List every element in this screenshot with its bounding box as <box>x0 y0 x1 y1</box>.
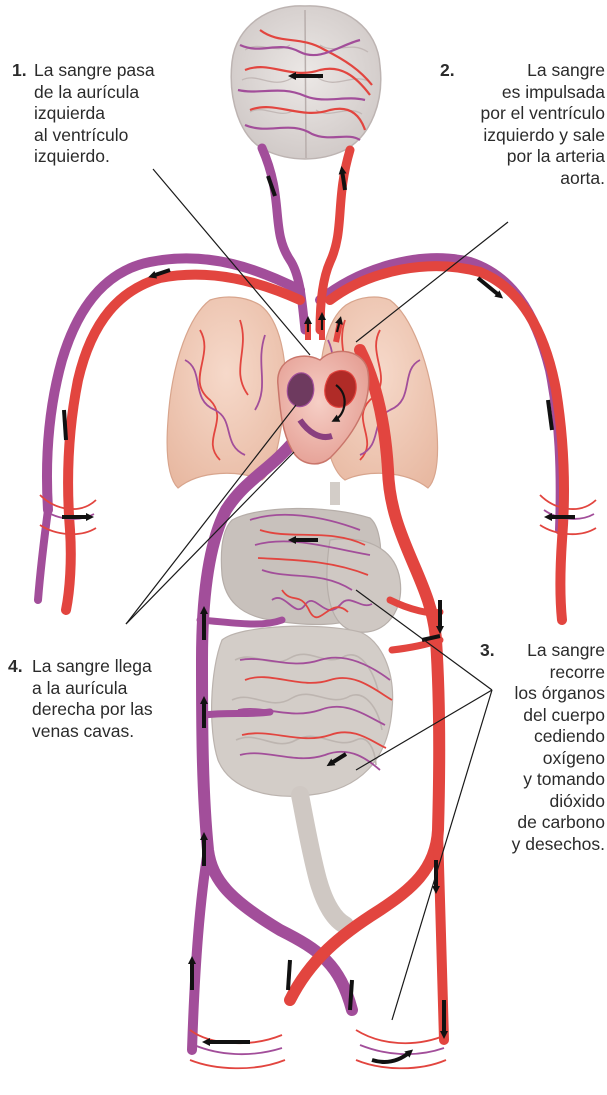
label-1-text: La sangre pasa de la aurícula izquierda … <box>34 60 209 168</box>
label-3-text: La sangre recorre los órganos del cuerpo… <box>512 640 605 855</box>
label-1-number: 1. <box>12 60 27 80</box>
label-step-1: 1. La sangre pasa de la aurícula izquier… <box>12 60 187 189</box>
abdominal-organs <box>212 482 401 925</box>
label-4-number: 4. <box>8 656 23 676</box>
label-3-number: 3. <box>480 640 495 662</box>
label-2-text: La sangre es impulsada por el ventrículo… <box>480 60 605 189</box>
label-4-text: La sangre llega a la aurícula derecha po… <box>32 656 212 742</box>
brain <box>231 6 381 159</box>
label-2-number: 2. <box>440 60 455 82</box>
label-step-4: 4. La sangre llega a la aurícula derecha… <box>8 656 188 764</box>
